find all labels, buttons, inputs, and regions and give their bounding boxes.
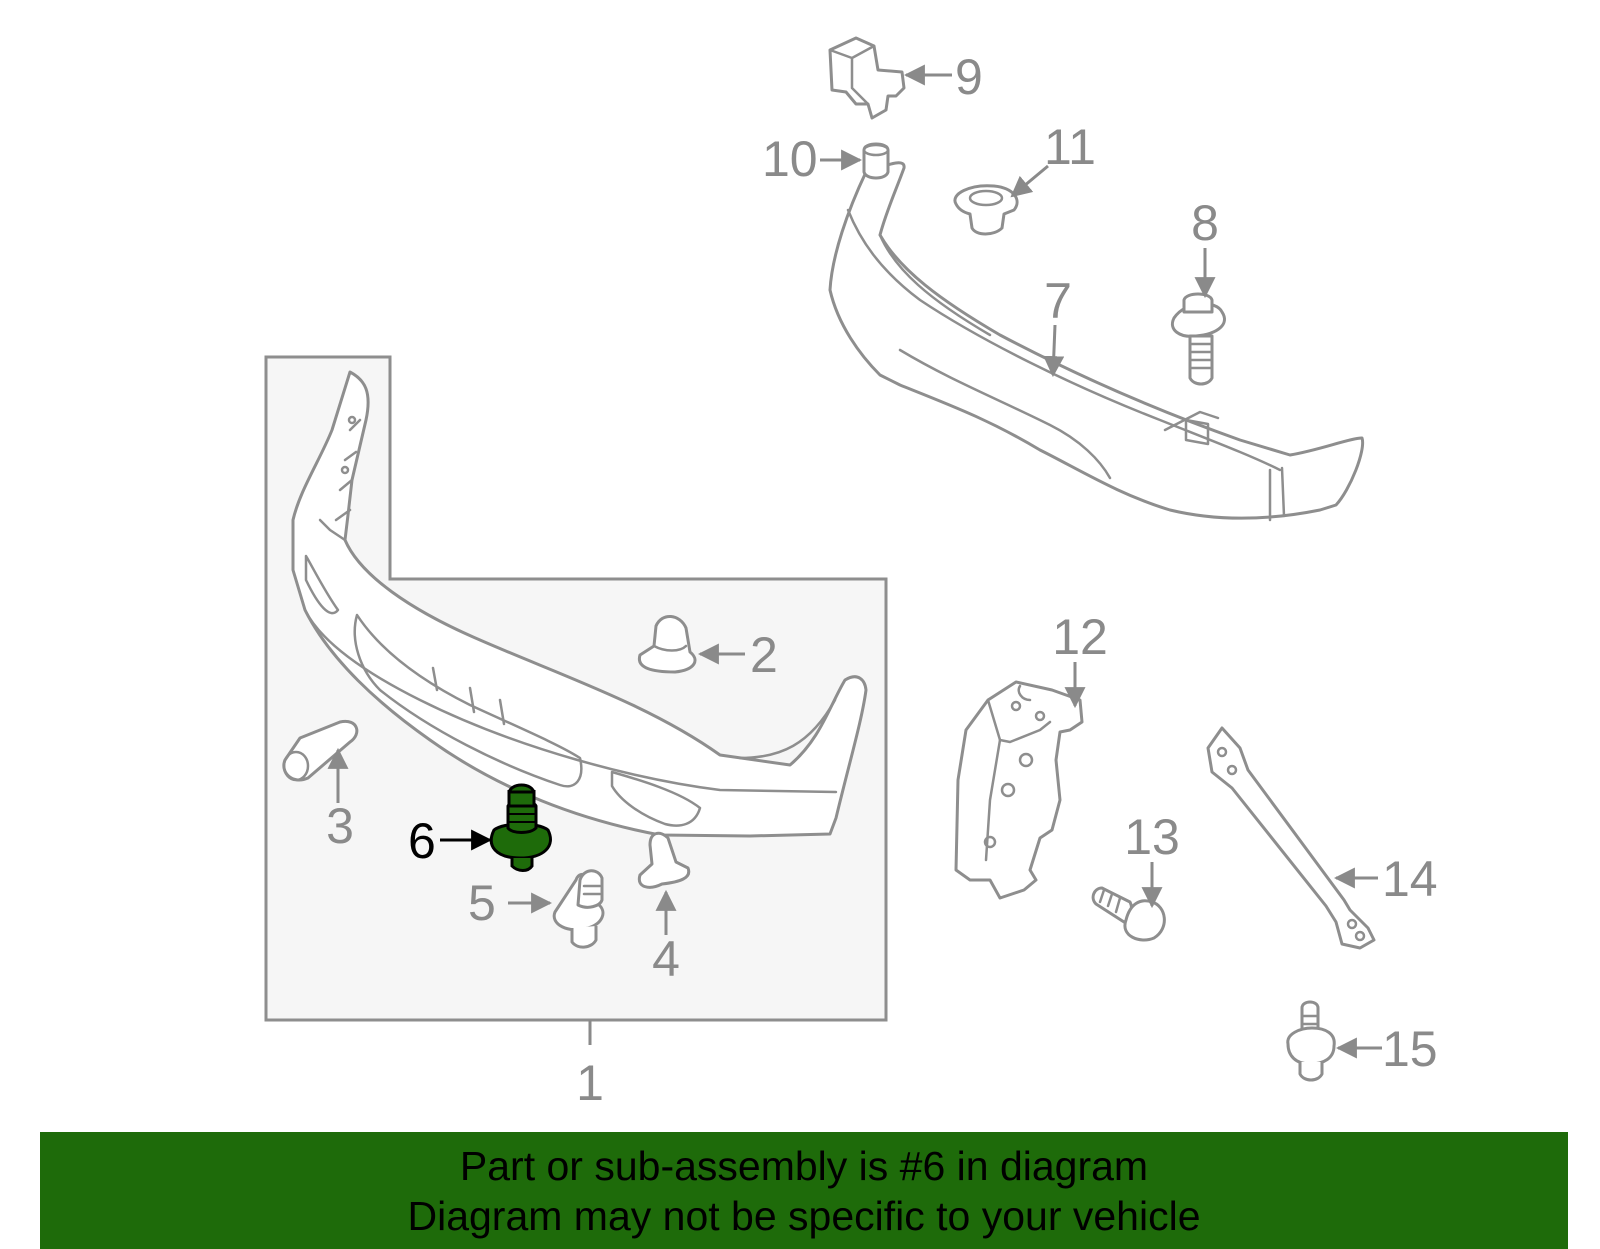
callout-11: 11 [1044, 119, 1096, 175]
bolt-part-5 [552, 869, 605, 949]
info-banner: Part or sub-assembly is #6 in diagram Di… [40, 1132, 1568, 1249]
brace-part-14 [1206, 726, 1376, 950]
callout-15: 15 [1382, 1021, 1438, 1077]
callout-1: 1 [576, 1055, 604, 1111]
callout-3: 3 [326, 798, 354, 854]
callout-2: 2 [750, 627, 778, 683]
callout-leader-11 [1010, 164, 1049, 198]
callout-5: 5 [468, 875, 496, 931]
retainer-part-6-highlighted [489, 783, 552, 872]
callout-leader-7 [1043, 324, 1065, 378]
banner-line-part-number: Part or sub-assembly is #6 in diagram [459, 1142, 1149, 1189]
bumper-cover-part [291, 370, 868, 838]
callout-9: 9 [955, 49, 983, 105]
banner-line-disclaimer: Diagram may not be specific to your vehi… [407, 1192, 1201, 1239]
cap-part-3 [282, 719, 359, 782]
callout-12: 12 [1052, 609, 1108, 665]
mount-bracket-part-12 [954, 680, 1084, 900]
nut-part-11 [953, 184, 1019, 236]
callout-10: 10 [762, 131, 818, 187]
bolt-part-8 [1171, 292, 1226, 386]
clip-part-2 [637, 615, 697, 674]
bolt-part-13 [1091, 886, 1166, 942]
reinforcement-part-7 [828, 161, 1365, 522]
push-clip-part-4 [637, 831, 691, 889]
bolt-part-15 [1286, 1000, 1336, 1082]
callout-8: 8 [1191, 195, 1219, 251]
callout-6: 6 [408, 813, 436, 869]
callout-13: 13 [1124, 809, 1180, 865]
stop-part-10 [862, 142, 890, 180]
callout-7: 7 [1044, 273, 1072, 329]
callout-14: 14 [1382, 851, 1438, 907]
callout-4: 4 [652, 931, 680, 987]
bracket-part-9 [828, 36, 906, 120]
